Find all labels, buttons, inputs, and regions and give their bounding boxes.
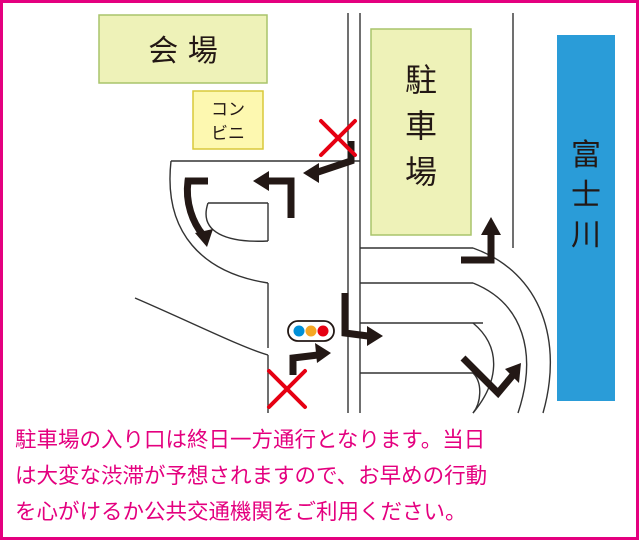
one-way-arrow-icons (183, 141, 516, 399)
parking-building (370, 28, 472, 236)
arrow-head (303, 163, 319, 183)
notice-line-3: を心がけるか公共交通機関をご利用ください。 (15, 500, 467, 525)
no-entry-x-icon (319, 119, 357, 157)
venue-building (98, 14, 268, 84)
notice-text: 駐車場の入り口は終日一方通行となります。当日 は大変な渋滞が予想されますので、お… (15, 423, 627, 531)
river-label-3: 川 (571, 218, 601, 253)
arrow-heads (195, 163, 521, 383)
one-way-arrow-icon (461, 231, 495, 264)
convenience-store-building (192, 90, 264, 150)
one-way-arrow-icon (183, 177, 208, 238)
no-entry-x-icons (267, 119, 357, 409)
notice-line-2: は大変な渋滞が予想されますので、お早めの行動 (15, 464, 488, 489)
road-lines (134, 13, 551, 414)
arrow-head (195, 229, 213, 247)
no-entry-x-icon (267, 369, 307, 409)
one-way-arrow-icon (460, 355, 516, 399)
arrow-head (505, 363, 521, 383)
notice-line-1: 駐車場の入り口は終日一方通行となります。当日 (15, 428, 486, 453)
river-label-1: 富 (571, 138, 601, 173)
convenience-store-label-2: ビニ (211, 124, 245, 144)
arrow-head (367, 326, 383, 346)
arrow-head (253, 171, 269, 191)
one-way-arrow-icon (341, 293, 369, 340)
arrow-head (315, 343, 331, 363)
parking-label-3: 場 (405, 153, 437, 191)
parking-label-1: 駐 (405, 61, 437, 99)
traffic-signal-icon (287, 320, 335, 342)
river (557, 35, 615, 401)
one-way-arrow-icon (289, 351, 319, 375)
convenience-store-label-1: コン (211, 100, 245, 120)
one-way-arrow-icon (265, 177, 295, 218)
arrow-head (481, 217, 501, 235)
venue-label: 会 場 (148, 34, 218, 69)
road-map: 会 場 コン ビニ 駐 車 場 富 士 川 (98, 13, 615, 414)
parking-label-2: 車 (405, 107, 437, 145)
river-label-2: 士 (571, 178, 601, 213)
one-way-arrow-icon (313, 141, 355, 177)
